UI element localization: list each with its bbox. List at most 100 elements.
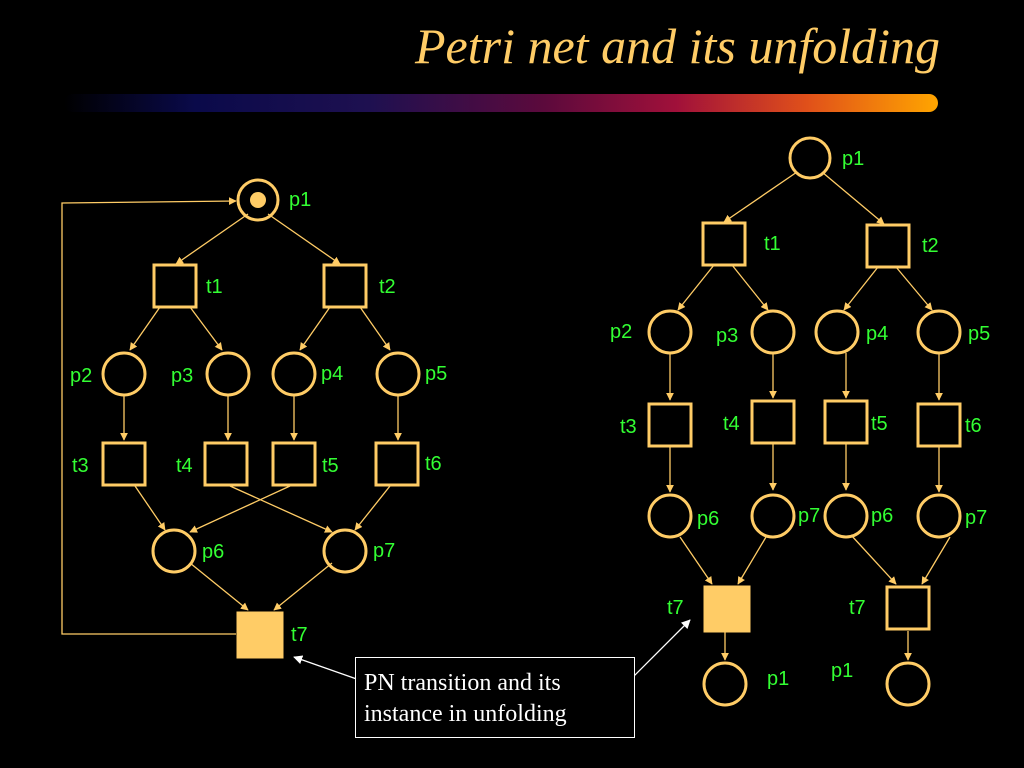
- label-t7: t7: [291, 624, 308, 646]
- uplace-p6b: [823, 493, 869, 539]
- uarc-p1-t2: [821, 171, 885, 225]
- ulabel-t7b: t7: [849, 597, 866, 619]
- arc-t1-p3: [189, 306, 223, 351]
- ulabel-t6: t6: [965, 415, 982, 437]
- transition-t2: [322, 263, 368, 309]
- ulabel-p6b: p6: [871, 505, 893, 527]
- utransition-t7b: [885, 585, 931, 631]
- ulabel-t1: t1: [764, 233, 781, 255]
- label-t5: t5: [322, 455, 339, 477]
- callout-box: PN transition and its instance in unfold…: [355, 657, 635, 738]
- arc-t2-p4: [299, 306, 331, 351]
- label-p2: p2: [70, 365, 92, 387]
- utransition-t6: [916, 402, 962, 448]
- ulabel-p1: p1: [842, 148, 864, 170]
- utransition-t1: [701, 221, 747, 267]
- uplace-p1: [788, 136, 832, 180]
- utransition-t5: [823, 399, 869, 445]
- place-p1: [236, 178, 280, 222]
- arc-p1-t2: [267, 213, 341, 265]
- ulabel-p7a: p7: [798, 505, 820, 527]
- label-p1: p1: [289, 189, 311, 211]
- transition-t4: [203, 441, 249, 487]
- transition-t7-highlighted: [236, 611, 284, 659]
- arc-t4-p7: [229, 485, 333, 533]
- uarc-t1-p3: [731, 264, 769, 311]
- uplace-p5: [916, 309, 962, 355]
- label-t1: t1: [206, 276, 223, 298]
- uplace-p7b: [916, 493, 962, 539]
- transition-t3: [101, 441, 147, 487]
- transition-t5: [271, 441, 317, 487]
- callout-line-2: instance in unfolding: [364, 701, 567, 727]
- uarc-t1-p2: [677, 264, 715, 311]
- arc-p1-t1: [175, 213, 249, 265]
- ulabel-p1b: p1: [831, 660, 853, 682]
- ulabel-t3: t3: [620, 416, 637, 438]
- uplace-p3: [750, 309, 796, 355]
- unfolding: [666, 171, 951, 661]
- arc-t7-p1-loop: [61, 197, 237, 635]
- ulabel-p1a: p1: [767, 668, 789, 690]
- utransition-t2: [865, 223, 911, 269]
- uarc-p7b-t7b: [921, 536, 951, 585]
- petri-net: [61, 197, 402, 635]
- ulabel-t2: t2: [922, 235, 939, 257]
- place-p4: [271, 351, 317, 397]
- uplace-p4: [814, 309, 860, 355]
- label-p3: p3: [171, 365, 193, 387]
- uarc-p7-t7: [737, 536, 767, 585]
- uarc-t2-p4: [843, 266, 879, 311]
- transition-t6: [374, 441, 420, 487]
- ulabel-p6a: p6: [697, 508, 719, 530]
- slide-title: Petri net and its unfolding: [415, 18, 940, 74]
- uplace-p7a: [750, 493, 796, 539]
- transition-t1: [152, 263, 198, 309]
- arc-t6-p7: [354, 485, 391, 531]
- callout-line-1: PN transition and its: [364, 670, 561, 696]
- label-t6: t6: [425, 453, 442, 475]
- utransition-t3: [647, 402, 693, 448]
- label-p6: p6: [202, 541, 224, 563]
- unfolding-nodes: [647, 136, 962, 707]
- uarc-p1-t1: [723, 171, 798, 223]
- utransition-t7-highlighted: [703, 585, 751, 633]
- uplace-p1b: [885, 661, 931, 707]
- title-underline: [64, 94, 938, 112]
- ulabel-p2: p2: [610, 321, 632, 343]
- place-p5: [375, 351, 421, 397]
- utransition-t4: [750, 399, 796, 445]
- petri-net-nodes: [101, 178, 421, 659]
- label-p7: p7: [373, 540, 395, 562]
- ulabel-p3: p3: [716, 325, 738, 347]
- place-p7: [322, 528, 368, 574]
- token: [250, 192, 266, 208]
- label-p5: p5: [425, 363, 447, 385]
- place-p2: [101, 351, 147, 397]
- unfolding-labels: p1 t1 t2 p2 p3 p4 p5 t3 t4 t5 t6 p6 p7 p…: [610, 148, 990, 690]
- uarc-t2-p5: [895, 266, 933, 311]
- petri-net-labels: p1 t1 t2 p2 p3 p4 p5 t3 t4 t5 t6 p6 p7 t…: [70, 189, 447, 646]
- ulabel-p7b: p7: [965, 507, 987, 529]
- ulabel-p4: p4: [866, 323, 888, 345]
- uarc-p6b-t7b: [850, 534, 897, 585]
- uarc-p6-t7: [679, 536, 713, 585]
- arc-p7-t7: [273, 562, 333, 611]
- arc-t3-p6: [134, 485, 166, 531]
- uplace-p1a: [702, 661, 748, 707]
- arc-t2-p5: [359, 306, 391, 351]
- arc-p6-t7: [189, 562, 249, 611]
- arc-t1-p2: [129, 306, 161, 351]
- ulabel-t5: t5: [871, 413, 888, 435]
- ulabel-t7a: t7: [667, 597, 684, 619]
- arc-t5-p6: [189, 485, 291, 533]
- label-t2: t2: [379, 276, 396, 298]
- label-p4: p4: [321, 363, 343, 385]
- uplace-p6a: [647, 493, 693, 539]
- label-t3: t3: [72, 455, 89, 477]
- label-t4: t4: [176, 455, 193, 477]
- ulabel-p5: p5: [968, 323, 990, 345]
- uplace-p2: [647, 309, 693, 355]
- place-p3: [205, 351, 251, 397]
